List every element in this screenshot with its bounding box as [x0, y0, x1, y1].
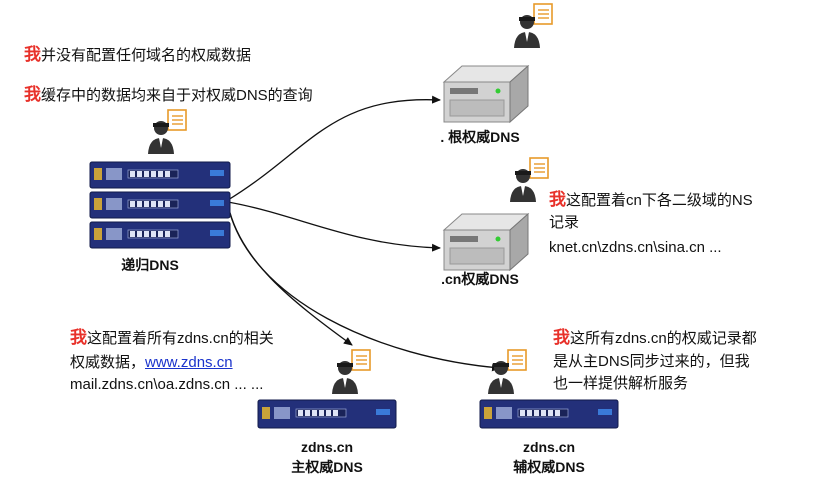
master-note-line1: 我这配置着所有zdns.cn的相关	[70, 328, 274, 347]
person-icon	[510, 157, 549, 202]
slave-dns-label-1: zdns.cn	[522, 439, 576, 455]
slave-dns-rack-icon	[479, 399, 619, 429]
slave-note-line3: 也一样提供解析服务	[553, 375, 689, 392]
cn-note-line3: knet.cn\zdns.cn\sina.cn ...	[549, 239, 722, 256]
recursive-note-line2: 我缓存中的数据均来自于对权威DNS的查询	[24, 85, 313, 104]
recursive-dns-rack-icon	[89, 161, 231, 249]
cn-note-line2: 记录	[549, 214, 580, 231]
arrow-to-cn	[227, 201, 441, 252]
master-note-line3: mail.zdns.cn\oa.zdns.cn ... ...	[70, 376, 264, 393]
me-label: 我	[24, 85, 41, 104]
cn-note-line1: 我这配置着cn下各二级域的NS	[549, 190, 753, 209]
me-label: 我	[549, 190, 566, 209]
arrow-to-slave	[227, 205, 501, 372]
cn-dns-label: .cn权威DNS	[441, 271, 519, 287]
person-icon	[148, 109, 187, 154]
slave-dns-label-2: 辅权威DNS	[513, 459, 585, 475]
recursive-note-line1: 我并没有配置任何域名的权威数据	[24, 45, 252, 64]
zdns-link[interactable]: www.zdns.cn	[145, 354, 233, 371]
recursive-dns-label: 递归DNS	[121, 257, 179, 273]
root-dns-label: . 根权威DNS	[440, 129, 520, 145]
arrow-to-master	[227, 204, 353, 346]
slave-note-line1: 我这所有zdns.cn的权威记录都	[553, 328, 757, 347]
master-dns-label-2: 主权威DNS	[291, 459, 363, 475]
person-icon	[488, 349, 527, 394]
person-icon	[332, 349, 371, 394]
me-label: 我	[24, 45, 41, 64]
root-server-icon	[442, 64, 530, 124]
me-label: 我	[70, 328, 87, 347]
master-dns-rack-icon	[257, 399, 397, 429]
cn-server-icon	[442, 212, 530, 272]
arrow-to-root	[227, 95, 441, 201]
me-label: 我	[553, 328, 570, 347]
master-note-line2: 权威数据，www.zdns.cn	[70, 354, 233, 371]
master-dns-label-1: zdns.cn	[300, 439, 354, 455]
person-icon	[514, 3, 553, 48]
slave-note-line2: 是从主DNS同步过来的，但我	[553, 353, 750, 370]
